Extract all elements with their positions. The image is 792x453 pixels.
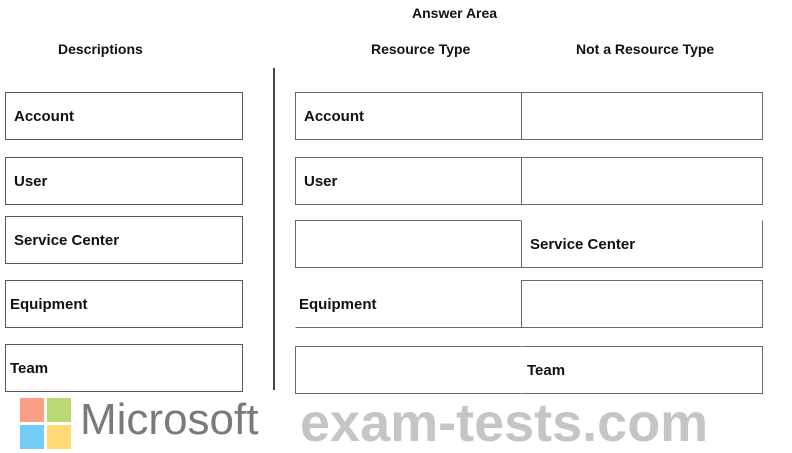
description-user[interactable]: User — [5, 157, 243, 205]
column-divider — [273, 68, 275, 390]
answer-area-title: Answer Area — [412, 5, 498, 21]
not-resource-slot-2[interactable] — [521, 157, 763, 205]
description-equipment[interactable]: Equipment — [5, 280, 243, 328]
resource-slot-2[interactable]: User — [295, 157, 522, 205]
not-resource-slot-1[interactable] — [521, 92, 763, 140]
not-resource-type-header: Not a Resource Type — [576, 41, 715, 57]
not-resource-slot-3[interactable]: Service Center — [521, 220, 763, 268]
resource-slot-1[interactable]: Account — [295, 92, 522, 140]
resource-type-header: Resource Type — [371, 41, 471, 57]
not-resource-slot-5[interactable]: Team — [521, 346, 763, 394]
resource-slot-4[interactable]: Equipment — [295, 281, 522, 328]
microsoft-logo-text: Microsoft — [80, 395, 259, 444]
resource-slot-5[interactable] — [295, 346, 522, 394]
description-team[interactable]: Team — [5, 344, 243, 392]
resource-slot-3[interactable] — [295, 220, 522, 268]
not-resource-slot-4[interactable] — [521, 280, 763, 328]
description-service-center[interactable]: Service Center — [5, 216, 243, 264]
watermark: exam-tests.com — [300, 393, 709, 453]
description-account[interactable]: Account — [5, 92, 243, 140]
descriptions-header: Descriptions — [58, 41, 143, 57]
